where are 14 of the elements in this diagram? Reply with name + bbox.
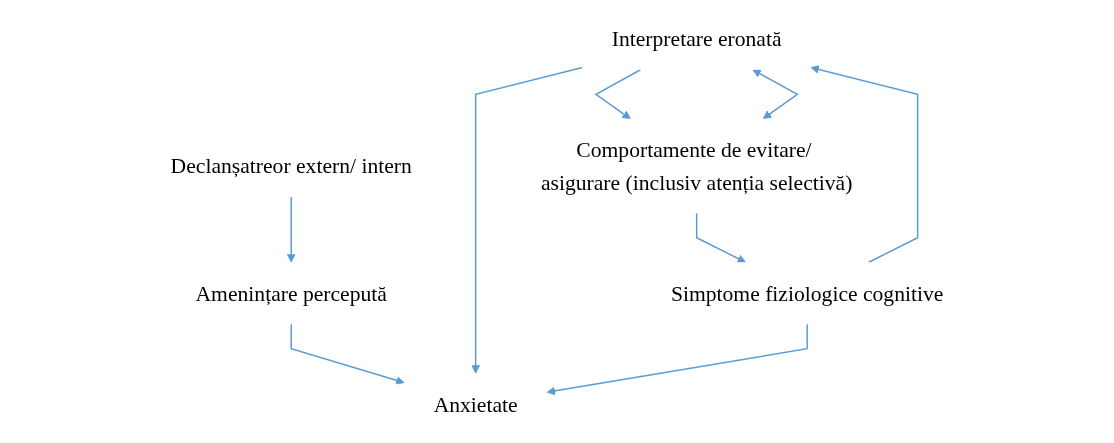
node-text: Amenințare percepută [195, 280, 387, 306]
arrow [810, 65, 919, 263]
arrow [594, 69, 642, 120]
node-text: Simptome fiziologice cognitive [670, 280, 944, 306]
arrow [471, 66, 584, 374]
arrow [286, 196, 296, 263]
arrow [546, 323, 808, 396]
arrow [695, 212, 746, 263]
node-text: Comportamente de evitare/ asigurare (inclusiv atenția selectivă) [540, 137, 853, 195]
node-text: Interpretare eronată [611, 26, 782, 52]
node-text: Anxietate [433, 391, 518, 417]
arrow [290, 323, 405, 385]
arrow [752, 69, 799, 119]
node-text: Declanșatreor extern/ intern [170, 153, 412, 179]
